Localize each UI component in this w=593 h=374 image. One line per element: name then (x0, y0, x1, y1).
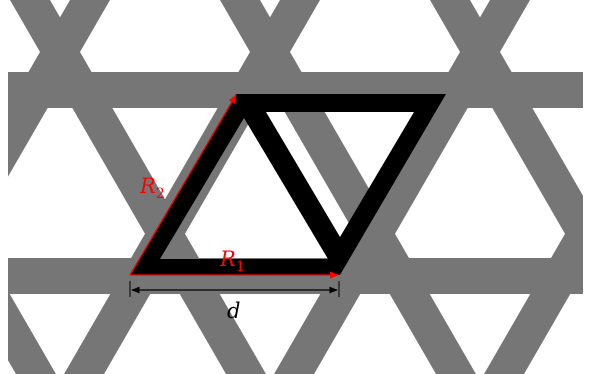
label-d: d (227, 299, 240, 323)
label-r2: R2 (139, 174, 165, 202)
lattice-bar-diagonal (484, 202, 583, 374)
lattice-vector-r2 (129, 94, 237, 276)
lattice-bar-diagonal (430, 0, 583, 265)
unit-cell-rhombus (130, 94, 446, 275)
unit-cell (130, 94, 446, 275)
dimension-d (129, 281, 340, 297)
label-r1: R1 (219, 247, 245, 275)
lattice-bar-diagonal (274, 0, 530, 374)
lattice-bar-diagonal (219, 0, 476, 374)
lattice-bar-diagonal (8, 0, 111, 177)
lattice-bar-diagonal (8, 290, 56, 374)
lattice-bar-diagonal (9, 0, 266, 374)
